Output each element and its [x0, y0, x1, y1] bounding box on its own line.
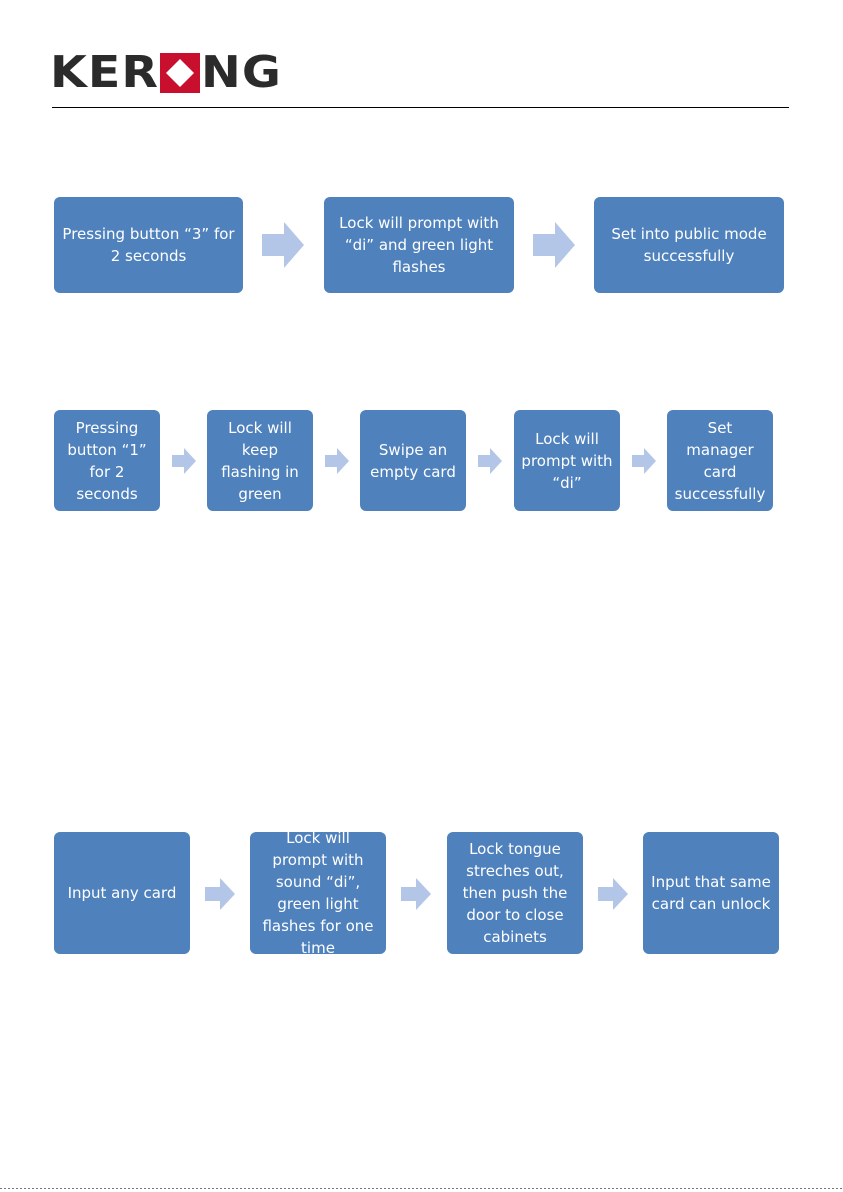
flow2-step-1-label: Pressing button “1” for 2 seconds: [67, 418, 147, 503]
flow1-step-1: Pressing button “3” for 2 seconds: [54, 197, 243, 293]
flow3-step-2-label: Lock will prompt with sound “di”, green …: [262, 829, 374, 957]
flow2-step-3-label: Swipe an empty card: [370, 440, 456, 481]
header-divider: [52, 107, 789, 108]
flow3-step-2: Lock will prompt with sound “di”, green …: [250, 829, 386, 957]
flow1-step-2-label: Lock will prompt with “di” and green lig…: [339, 214, 499, 276]
flow3-step-1-label: Input any card: [67, 884, 177, 902]
flow1-step-2: Lock will prompt with “di” and green lig…: [324, 197, 514, 293]
flow2-step-1: Pressing button “1” for 2 seconds: [54, 410, 160, 511]
logo-diamond-icon: [160, 53, 201, 93]
flow2-step-4-label: Lock will prompt with “di”: [521, 429, 613, 492]
flow2-step-5: Set manager card successfully: [667, 410, 773, 511]
kerong-logo: KER NG: [50, 47, 282, 98]
flow2-arrow-1-icon: [172, 448, 196, 474]
flow1-step-1-label: Pressing button “3” for 2 seconds: [62, 225, 235, 265]
flow3-step-3: Lock tongue streches out, then push the …: [447, 832, 583, 954]
flow3-step-4: Input that same card can unlock: [643, 832, 779, 954]
flow2-step-3: Swipe an empty card: [360, 410, 466, 511]
logo-letters-left: KER: [49, 47, 160, 98]
flow3-step-1: Input any card: [54, 832, 190, 954]
flow3-step-4-label: Input that same card can unlock: [651, 873, 771, 913]
flow2-arrow-3-icon: [478, 448, 502, 474]
flow2-arrow-2-icon: [325, 448, 349, 474]
flow2-step-2-label: Lock will keep flashing in green: [221, 418, 299, 503]
flow3-arrow-3-icon: [598, 878, 628, 910]
flow3-arrow-1-icon: [205, 878, 235, 910]
flow2-arrow-4-icon: [632, 448, 656, 474]
flow2-step-5-label: Set manager card successfully: [674, 418, 766, 503]
flow1-step-3: Set into public mode successfully: [594, 197, 784, 293]
flow3-step-3-label: Lock tongue streches out, then push the …: [462, 840, 568, 946]
flow1-step-3-label: Set into public mode successfully: [611, 225, 767, 265]
flow1-arrow-2-icon: [533, 222, 575, 268]
logo-letters-right: NG: [201, 47, 282, 98]
flow3-arrow-2-icon: [401, 878, 431, 910]
flow2-step-4: Lock will prompt with “di”: [514, 410, 620, 511]
page-bottom-edge: [0, 1188, 843, 1189]
flow2-step-2: Lock will keep flashing in green: [207, 410, 313, 511]
flow1-arrow-1-icon: [262, 222, 304, 268]
